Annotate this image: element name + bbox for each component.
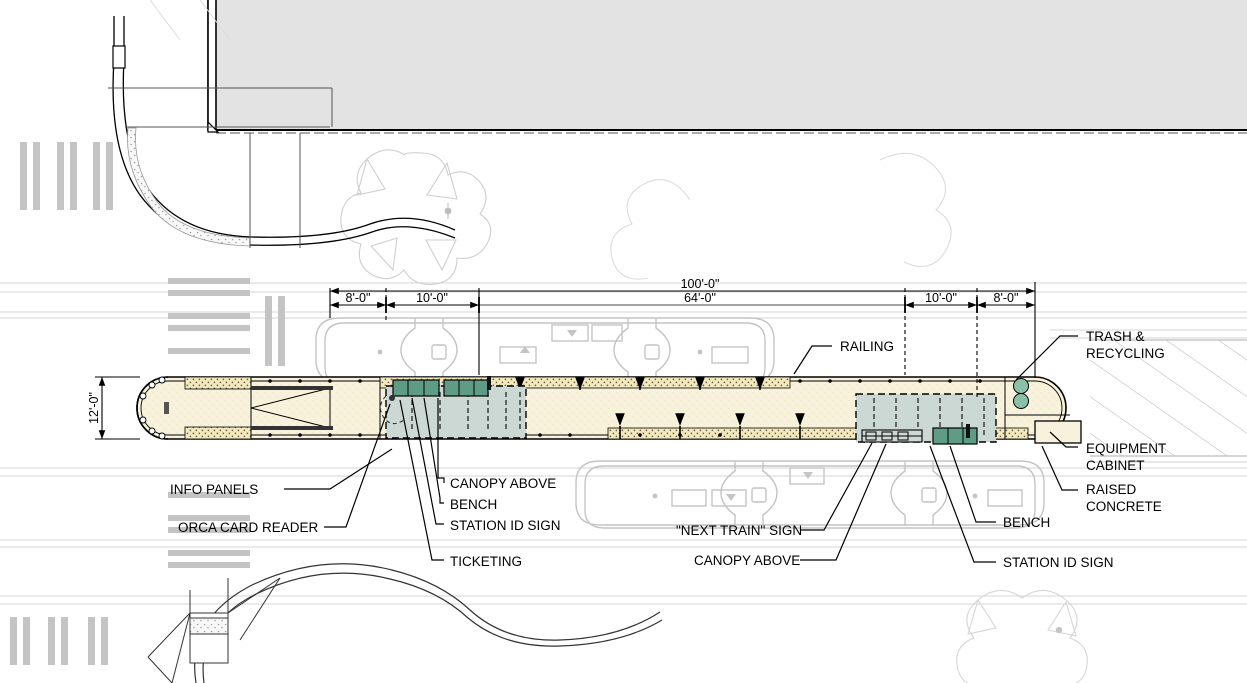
equipment-cabinet-box [1034, 420, 1082, 444]
canopy-columns-left [411, 392, 521, 432]
label-raised-concrete-l1: RAISED [1086, 482, 1137, 497]
sidewalk-lines-upper [108, 87, 333, 248]
tactile-strip-upper-a [184, 376, 252, 390]
label-next-train-sign: "NEXT TRAIN" SIGN [676, 523, 802, 538]
building-mass [207, 0, 1247, 134]
label-bench-right: BENCH [1003, 515, 1050, 530]
label-canopy-above-left: CANOPY ABOVE [450, 476, 556, 491]
label-railing: RAILING [840, 339, 894, 354]
dim-left-end-segment: 8'-0" [346, 291, 371, 305]
dim-platform-width: 12'-0" [87, 392, 101, 424]
tactile-strip-lower-a [184, 426, 252, 440]
left-end-cap [136, 376, 169, 440]
station-id-sign-right-post [966, 424, 970, 438]
canopy-zone-right [855, 393, 997, 445]
ramp-lines [250, 386, 333, 430]
dim-right-canopy-segment: 10'-0" [925, 291, 957, 305]
label-equipment-cabinet-l1: EQUIPMENT [1086, 441, 1166, 456]
trash-can-icon [1013, 378, 1029, 394]
tree-upper-right [610, 152, 952, 280]
tactile-strip-lower-b [607, 427, 1029, 440]
right-end-cap [1005, 378, 1082, 444]
dim-inner-length: 64'-0" [684, 291, 716, 305]
furniture-bench-right [932, 427, 978, 445]
dim-right-end-segment: 8'-0" [994, 291, 1019, 305]
dim-overall-length: 100'-0" [681, 277, 720, 291]
vehicle-lower [575, 460, 1045, 529]
label-orca-card-reader: ORCA CARD READER [178, 520, 319, 535]
furniture-ticketing [443, 379, 489, 397]
orca-card-reader-symbol [379, 395, 405, 425]
station-id-sign-left-post [487, 376, 491, 390]
label-bench-left: BENCH [450, 497, 497, 512]
roadway-hatch-band [1090, 339, 1247, 463]
label-trash-recycling-l1: TRASH & [1086, 329, 1145, 344]
dimension-tick-marks [385, 297, 978, 313]
recycling-can-icon [1013, 393, 1029, 409]
label-ticketing: TICKETING [450, 554, 522, 569]
dim-left-canopy-segment: 10'-0" [416, 291, 448, 305]
curb-curve-lower [194, 563, 663, 683]
leader-lines [284, 335, 1078, 563]
tree-upper-left [340, 149, 492, 285]
label-info-panels: INFO PANELS [170, 482, 258, 497]
label-raised-concrete-l2: CONCRETE [1086, 499, 1162, 514]
label-station-id-sign-left: STATION ID SIGN [450, 518, 561, 533]
curb-stipple-upper [127, 127, 251, 247]
curb-detail-lower [147, 577, 281, 683]
canopy-zone-left [379, 376, 527, 439]
vehicle-upper [315, 317, 775, 386]
label-trash-recycling-l2: RECYCLING [1086, 346, 1165, 361]
furniture-info-panels [392, 379, 440, 397]
building-hatch-upper [149, 0, 231, 41]
label-station-id-sign-right: STATION ID SIGN [1003, 555, 1114, 570]
dimension-lines [329, 282, 1036, 400]
label-canopy-above-right: CANOPY ABOVE [694, 553, 800, 568]
dimension-platform-width [95, 376, 140, 440]
crosswalk-bars [10, 142, 285, 665]
tree-lower-right [956, 589, 1088, 683]
label-equipment-cabinet-l2: CABINET [1086, 458, 1145, 473]
